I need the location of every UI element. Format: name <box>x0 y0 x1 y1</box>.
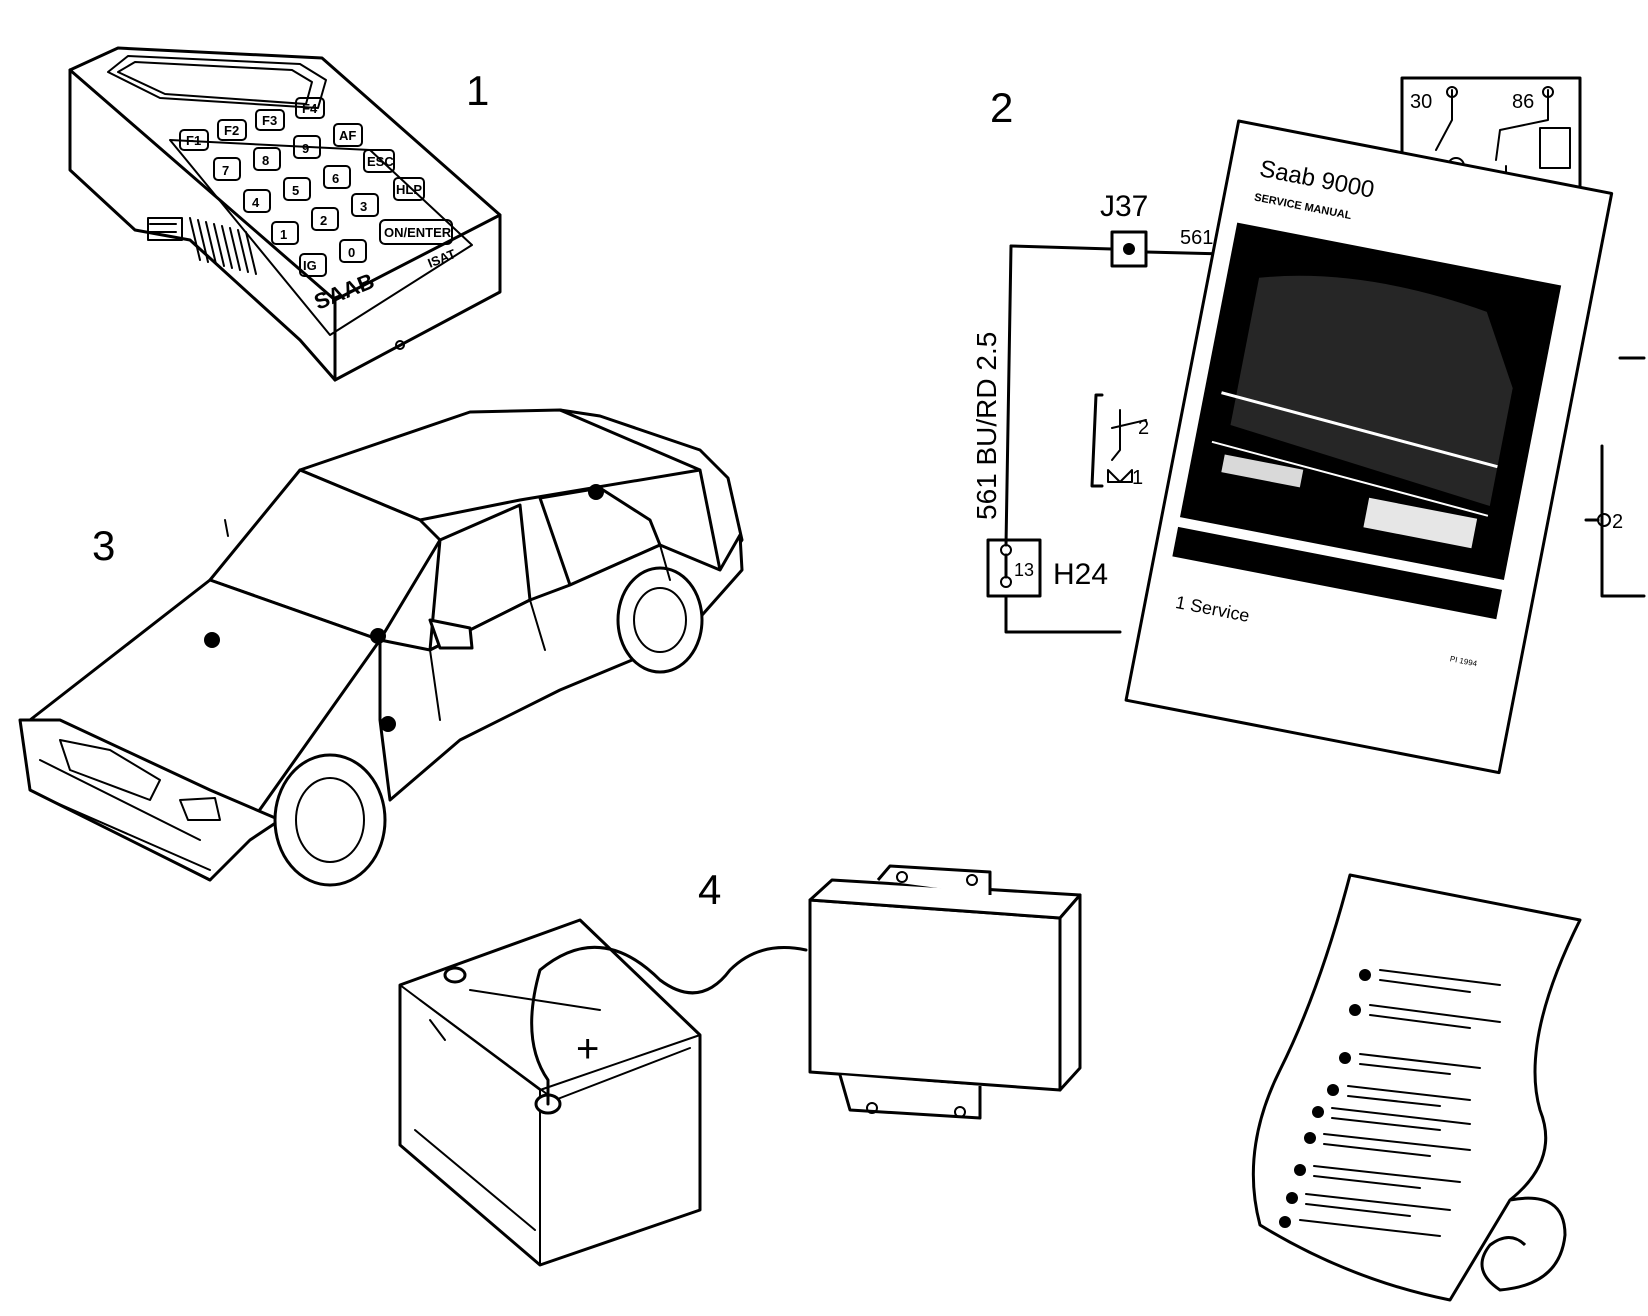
service-manual: Saab 9000 SERVICE MANUAL 1 Service PI 19… <box>1124 119 1614 775</box>
tester-key-8[interactable]: 8 <box>253 147 281 171</box>
svg-text:F1: F1 <box>186 133 201 148</box>
svg-text:F3: F3 <box>262 113 277 128</box>
svg-text:ESC: ESC <box>367 154 394 169</box>
control-module <box>808 864 1082 1120</box>
connector-j37-label: J37 <box>1100 190 1148 223</box>
checklist-items <box>1279 969 1501 1237</box>
tester-key-f1[interactable]: F1 <box>179 129 209 151</box>
connector-h24-label: H24 <box>1053 558 1108 591</box>
svg-text:3: 3 <box>360 199 367 214</box>
svg-text:9: 9 <box>302 141 309 156</box>
switch-pin-1-label: 1 <box>1132 467 1143 489</box>
pin-13-label: 13 <box>1014 560 1034 580</box>
tester-key-on-enter[interactable]: ON/ENTER <box>379 219 453 245</box>
tester-key-ig[interactable]: IG <box>299 253 327 277</box>
wire-spec-label: 561 BU/RD 2.5 <box>971 332 1002 520</box>
svg-text:AF: AF <box>339 128 356 143</box>
svg-text:8: 8 <box>262 153 269 168</box>
tester-key-0[interactable]: 0 <box>339 239 367 263</box>
callout-4: 4 <box>698 866 721 913</box>
callout-1: 1 <box>466 67 489 114</box>
tester-key-4[interactable]: 4 <box>243 189 271 213</box>
tester-key-esc[interactable]: ESC <box>363 149 395 173</box>
svg-text:HLP: HLP <box>396 182 422 197</box>
svg-text:ON/ENTER: ON/ENTER <box>384 225 452 240</box>
svg-text:1: 1 <box>280 227 287 242</box>
saab-9000-car <box>18 408 744 887</box>
tester-key-f2[interactable]: F2 <box>217 119 247 141</box>
svg-text:F2: F2 <box>224 123 239 138</box>
svg-text:6: 6 <box>332 171 339 186</box>
wire-number-561: 561 <box>1180 227 1213 249</box>
svg-text:4: 4 <box>252 195 260 210</box>
tester-key-3[interactable]: 3 <box>351 193 379 217</box>
svg-text:2: 2 <box>320 213 327 228</box>
tester-key-2[interactable]: 2 <box>311 207 339 231</box>
svg-text:IG: IG <box>303 258 317 273</box>
callout-3: 3 <box>92 522 115 569</box>
tester-key-7[interactable]: 7 <box>213 157 241 181</box>
diagnostic-tester: F1 F2 F3 F4 7 8 9 AF <box>68 46 502 382</box>
tester-key-9[interactable]: 9 <box>293 135 321 159</box>
tester-key-6[interactable]: 6 <box>323 165 351 189</box>
car-battery: + <box>398 918 702 1267</box>
checklist-scroll <box>1251 873 1582 1302</box>
relay-pin-86-label: 86 <box>1512 91 1534 113</box>
relay-pin-30-label: 30 <box>1410 91 1432 113</box>
svg-text:F4: F4 <box>302 101 318 116</box>
tester-key-1[interactable]: 1 <box>271 221 299 245</box>
tester-key-5[interactable]: 5 <box>283 177 311 201</box>
right-pin-2-label: 2 <box>1612 511 1623 533</box>
svg-text:5: 5 <box>292 183 299 198</box>
manual-cover-photo <box>1179 222 1562 581</box>
svg-text:7: 7 <box>222 163 229 178</box>
battery-lead <box>530 945 808 1106</box>
wiring-diagram: J37 561 561 BU/RD 2.5 13 H24 2 1 30 86 <box>971 76 1646 634</box>
tester-key-f3[interactable]: F3 <box>255 109 285 131</box>
tester-key-f4[interactable]: F4 <box>295 97 325 119</box>
switch-pin-2-label: 2 <box>1138 417 1149 439</box>
tester-key-af[interactable]: AF <box>333 123 363 147</box>
battery-positive-label: + <box>576 1027 599 1071</box>
callout-2: 2 <box>990 84 1013 131</box>
tester-key-help[interactable]: HLP <box>393 177 425 201</box>
svg-text:0: 0 <box>348 245 355 260</box>
